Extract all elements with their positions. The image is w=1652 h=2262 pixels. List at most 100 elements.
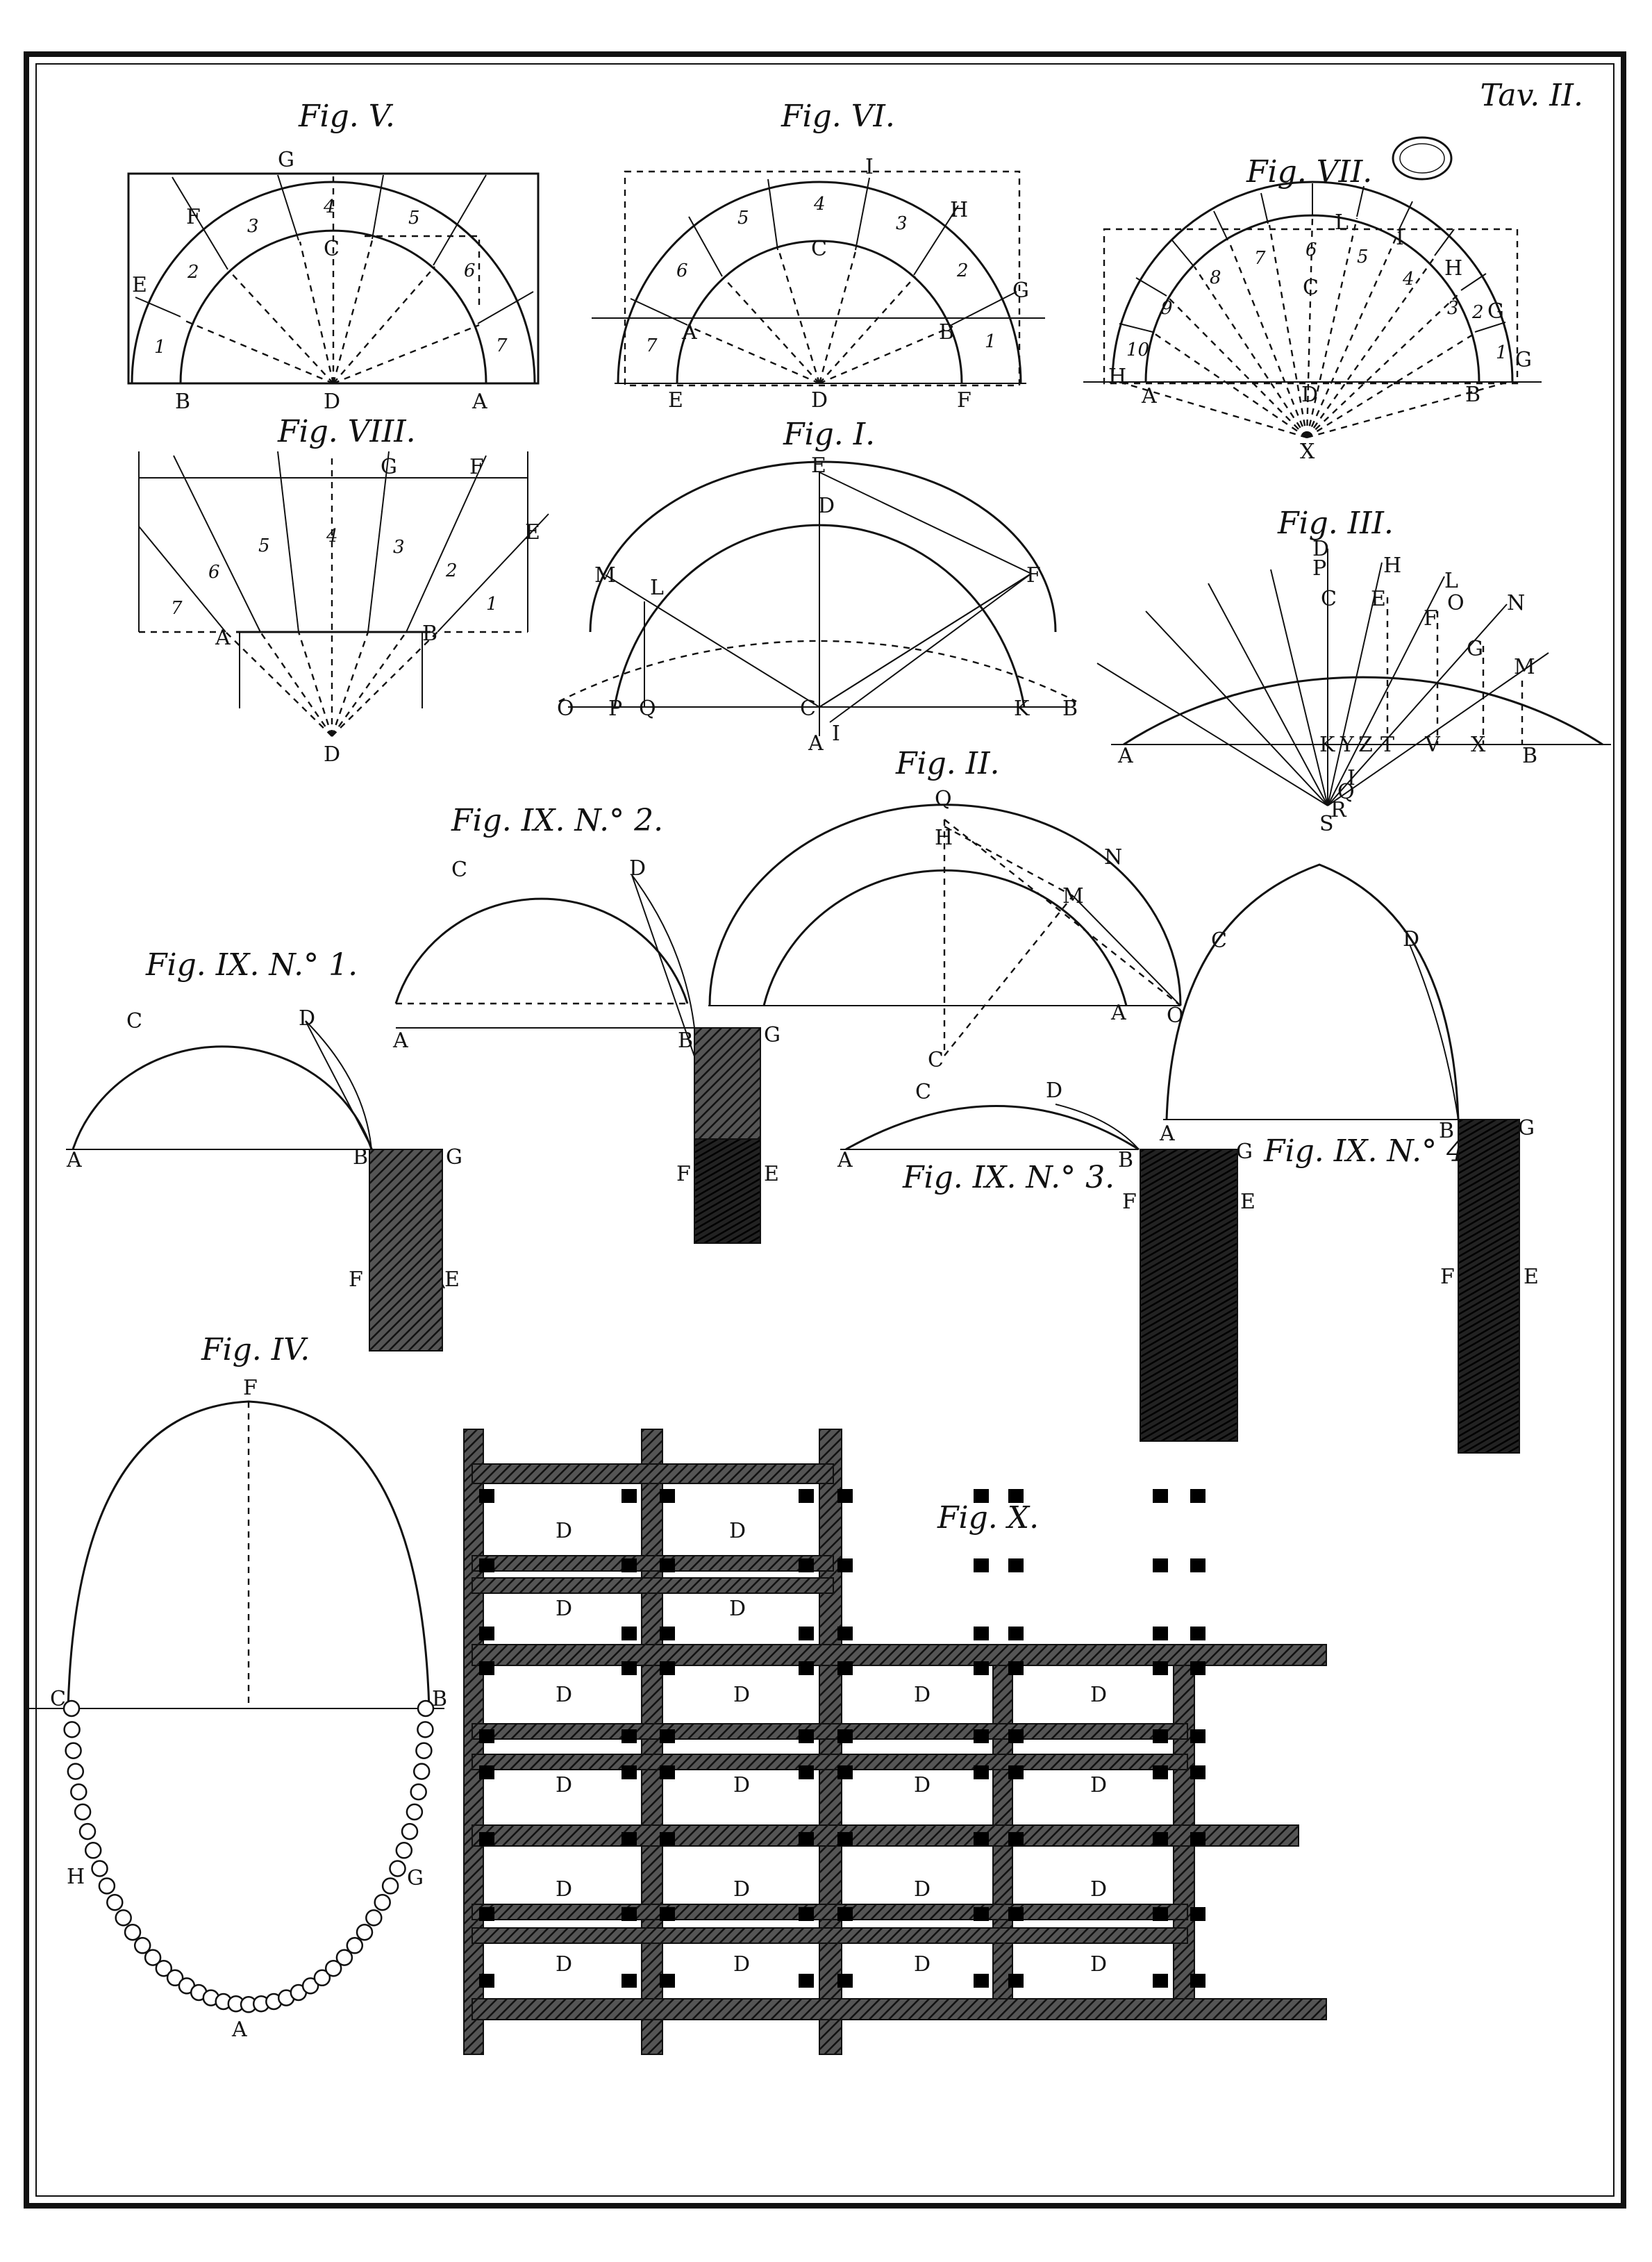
fig9n3-point-E: E (1240, 1190, 1255, 1214)
fig3-point-I: I (1347, 766, 1355, 790)
pier-block (660, 1661, 675, 1675)
fig8-voussoir-2: 2 (445, 560, 458, 581)
fig1-point-M: M (594, 563, 616, 588)
fig7-voussoir-1: 1 (1496, 342, 1508, 363)
fig3-point-P: P (1312, 556, 1326, 581)
chain-bead (62, 1699, 81, 1718)
fig9n2-arc (394, 897, 689, 1004)
fig7-voussoir-3: 3 (1447, 298, 1459, 319)
figure-10-title: Fig. X. (937, 1500, 1039, 1536)
fig4-point-F: F (243, 1376, 258, 1400)
pier-block (660, 1627, 675, 1640)
fig7-joints (1119, 183, 1506, 333)
pier-block (621, 1765, 637, 1779)
chain-bead (155, 1959, 173, 1977)
figure-7: Fig. VII. (1083, 154, 1542, 464)
pier-block (799, 1627, 814, 1640)
fig1-point-Q: Q (639, 697, 656, 721)
chain-bead (406, 1803, 424, 1821)
fig9n1-arc (72, 1045, 373, 1150)
chain-bead (74, 1803, 92, 1821)
chain-bead (133, 1937, 151, 1954)
fig10-band-7 (472, 1824, 1299, 1847)
fig10-cell-D: D (729, 1597, 746, 1621)
fig1-point-B: B (1062, 697, 1078, 721)
figure-8: Fig. VIII. G F E A B D (138, 414, 549, 767)
fig10-cell-D: D (733, 1877, 750, 1902)
fig3-point-G: G (1467, 637, 1483, 661)
figure-1-title: Fig. I. (783, 417, 875, 452)
fig10-cell-D: D (733, 1952, 750, 1977)
fig2-point-N: N (1104, 845, 1122, 870)
fig1-point-O: O (557, 697, 574, 721)
fig10-cell-D: D (733, 1683, 750, 1707)
pier-block (660, 1765, 675, 1779)
fig5-point-G: G (278, 148, 294, 172)
fig7-voussoir-10: 10 (1126, 340, 1149, 360)
chain-bead (381, 1877, 399, 1895)
chain-bead (395, 1842, 413, 1859)
fig9n3-point-G: G (1236, 1140, 1253, 1164)
chain-bead (412, 1763, 431, 1780)
fig3-point-H: H (1383, 554, 1401, 578)
fig10-band-9 (472, 1927, 1188, 1944)
fig8-radii (225, 453, 438, 737)
pier-block (1153, 1832, 1168, 1846)
fig3-point-S: S (1319, 812, 1334, 836)
fig2-point-A: A (1110, 1001, 1126, 1025)
pier-block (1153, 1661, 1168, 1675)
fig6-point-E: E (668, 388, 683, 413)
fig7-voussoir-6: 6 (1305, 240, 1317, 260)
fig9n3-chord (1055, 1104, 1140, 1150)
figure-9-no3: Fig. IX. N.° 3. C D A B G F E (837, 1079, 1255, 1442)
pier-block (837, 1489, 853, 1503)
pier-block (479, 1661, 494, 1675)
chain-bead (106, 1893, 124, 1911)
fig5-voussoir-2: 2 (187, 262, 199, 283)
fig9n3-point-D: D (1046, 1079, 1062, 1103)
fig6-inner-arc (676, 240, 963, 384)
fig7-point-L: L (1335, 210, 1349, 235)
fig3-point-F: F (1424, 606, 1438, 631)
fig6-point-D: D (811, 388, 828, 413)
chain-bead (166, 1969, 184, 1987)
fig10-band-6 (472, 1754, 1188, 1770)
fig2-point-O: O (1167, 1004, 1184, 1028)
chain-bead (63, 1721, 81, 1738)
fig7-radii (1119, 216, 1509, 439)
fig5-point-D: D (324, 390, 340, 414)
fig10-band-8 (472, 1904, 1188, 1920)
fig3-point-Q: Q (1337, 780, 1355, 804)
fig5-point-A: A (472, 390, 487, 414)
pier-block (479, 1832, 494, 1846)
chain-bead (144, 1949, 162, 1966)
pier-block (1008, 1489, 1024, 1503)
pier-block (1190, 1974, 1205, 1988)
fig6-radii (688, 251, 953, 385)
fig8-point-D: D (324, 742, 340, 767)
fig8-point-E: E (525, 520, 540, 544)
figure-9-no2: Fig. IX. N.° 2. C D A B G F E (392, 803, 781, 1244)
pier-block (479, 1489, 494, 1503)
pier-block (1008, 1765, 1024, 1779)
fig6-voussoir-4: 4 (813, 194, 826, 215)
pier-block (974, 1832, 989, 1846)
fig5-point-B: B (175, 390, 190, 414)
fig2-construction (943, 819, 1181, 1056)
fig5-radii (181, 175, 481, 385)
figure-2-title: Fig. II. (895, 746, 1000, 781)
fig4-hanging-chain (62, 1699, 435, 2013)
pier-block (837, 1558, 853, 1572)
fig9n1-chord (305, 1020, 372, 1150)
fig7-point-A: A (1141, 384, 1157, 408)
fig1-outer-arc (589, 460, 1057, 633)
pier-block (837, 1729, 853, 1743)
fig9n2-point-C: C (451, 858, 467, 882)
pier-block (974, 1489, 989, 1503)
fig9n1-pier (369, 1149, 443, 1352)
fig3-point-K: K (1319, 733, 1335, 757)
figure-9-no1: Fig. IX. N.° 1. C D A B G F E (66, 947, 462, 1352)
fig9n4-pier (1458, 1119, 1520, 1454)
fig6-voussoir-5: 5 (737, 208, 749, 228)
